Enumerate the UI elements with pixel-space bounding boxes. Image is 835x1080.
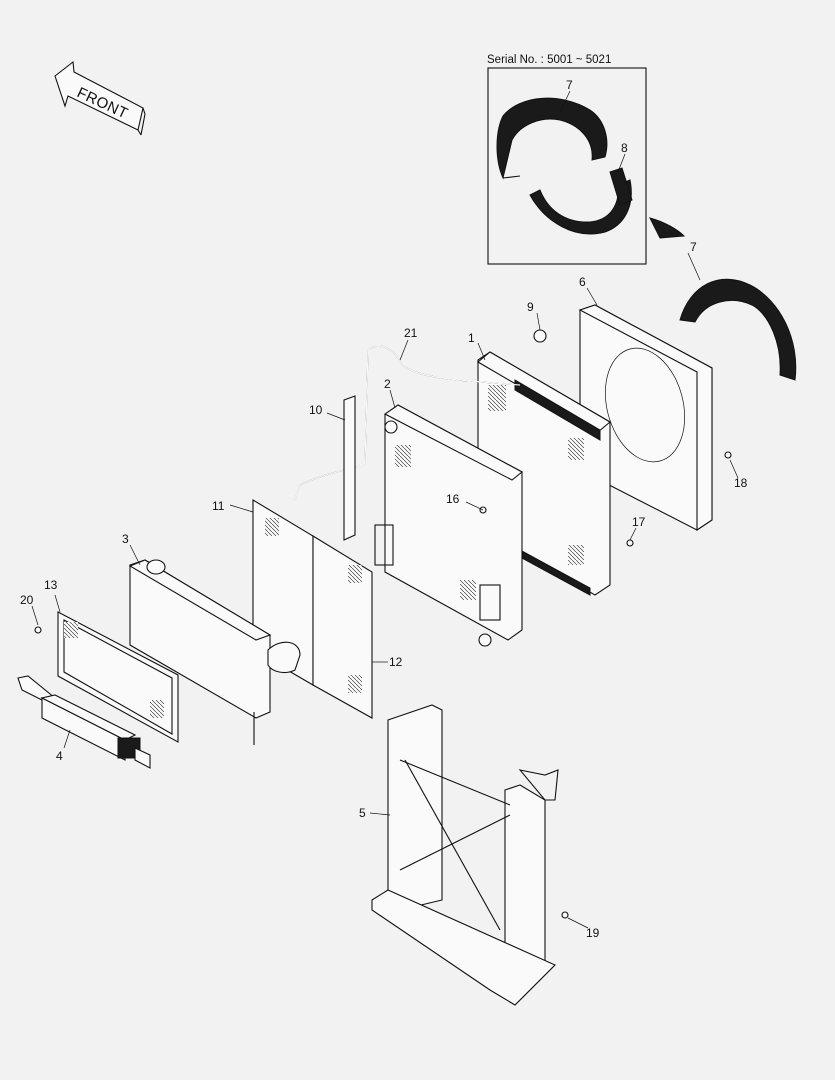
callout-18: 18 [734, 476, 748, 490]
callout-4: 4 [56, 749, 63, 763]
support-frame-icon [371, 704, 559, 1006]
callout-8: 8 [621, 141, 628, 155]
callout-7-inset: 7 [566, 78, 573, 92]
inset-title: Serial No. : 5001 ~ 5021 [487, 54, 611, 66]
leader-lines [31, 90, 739, 929]
callout-21: 21 [404, 326, 418, 340]
fuel-cooler-icon [17, 675, 151, 769]
callout-17: 17 [632, 515, 646, 529]
hardware-icon [34, 329, 732, 919]
hose-icon [294, 345, 521, 501]
callout-2: 2 [384, 377, 391, 391]
callout-19: 19 [586, 926, 600, 940]
front-arrow-icon: FRONT [54, 60, 146, 136]
bracket-icon [343, 395, 356, 541]
callout-20: 20 [20, 593, 34, 607]
callout-12: 12 [389, 655, 403, 669]
fan-shroud-icon [578, 304, 713, 532]
callout-3: 3 [122, 532, 129, 546]
oil-cooler-icon [374, 404, 523, 647]
callout-1: 1 [468, 331, 475, 345]
front-screen-icon [57, 611, 179, 743]
fan-guard-upper-icon [496, 97, 608, 180]
fan-guard-icon [649, 217, 797, 381]
intercooler-icon [128, 559, 301, 745]
fan-guard-lower-icon [529, 167, 633, 235]
callout-11: 11 [212, 499, 225, 513]
callout-9: 9 [527, 300, 534, 314]
callout-10: 10 [309, 403, 323, 417]
callout-7: 7 [690, 240, 697, 254]
callout-16: 16 [446, 492, 460, 506]
callout-13: 13 [44, 578, 58, 592]
callout-6: 6 [579, 275, 586, 289]
callout-5: 5 [359, 806, 366, 820]
inset-box: Serial No. : 5001 ~ 5021 [487, 54, 647, 265]
